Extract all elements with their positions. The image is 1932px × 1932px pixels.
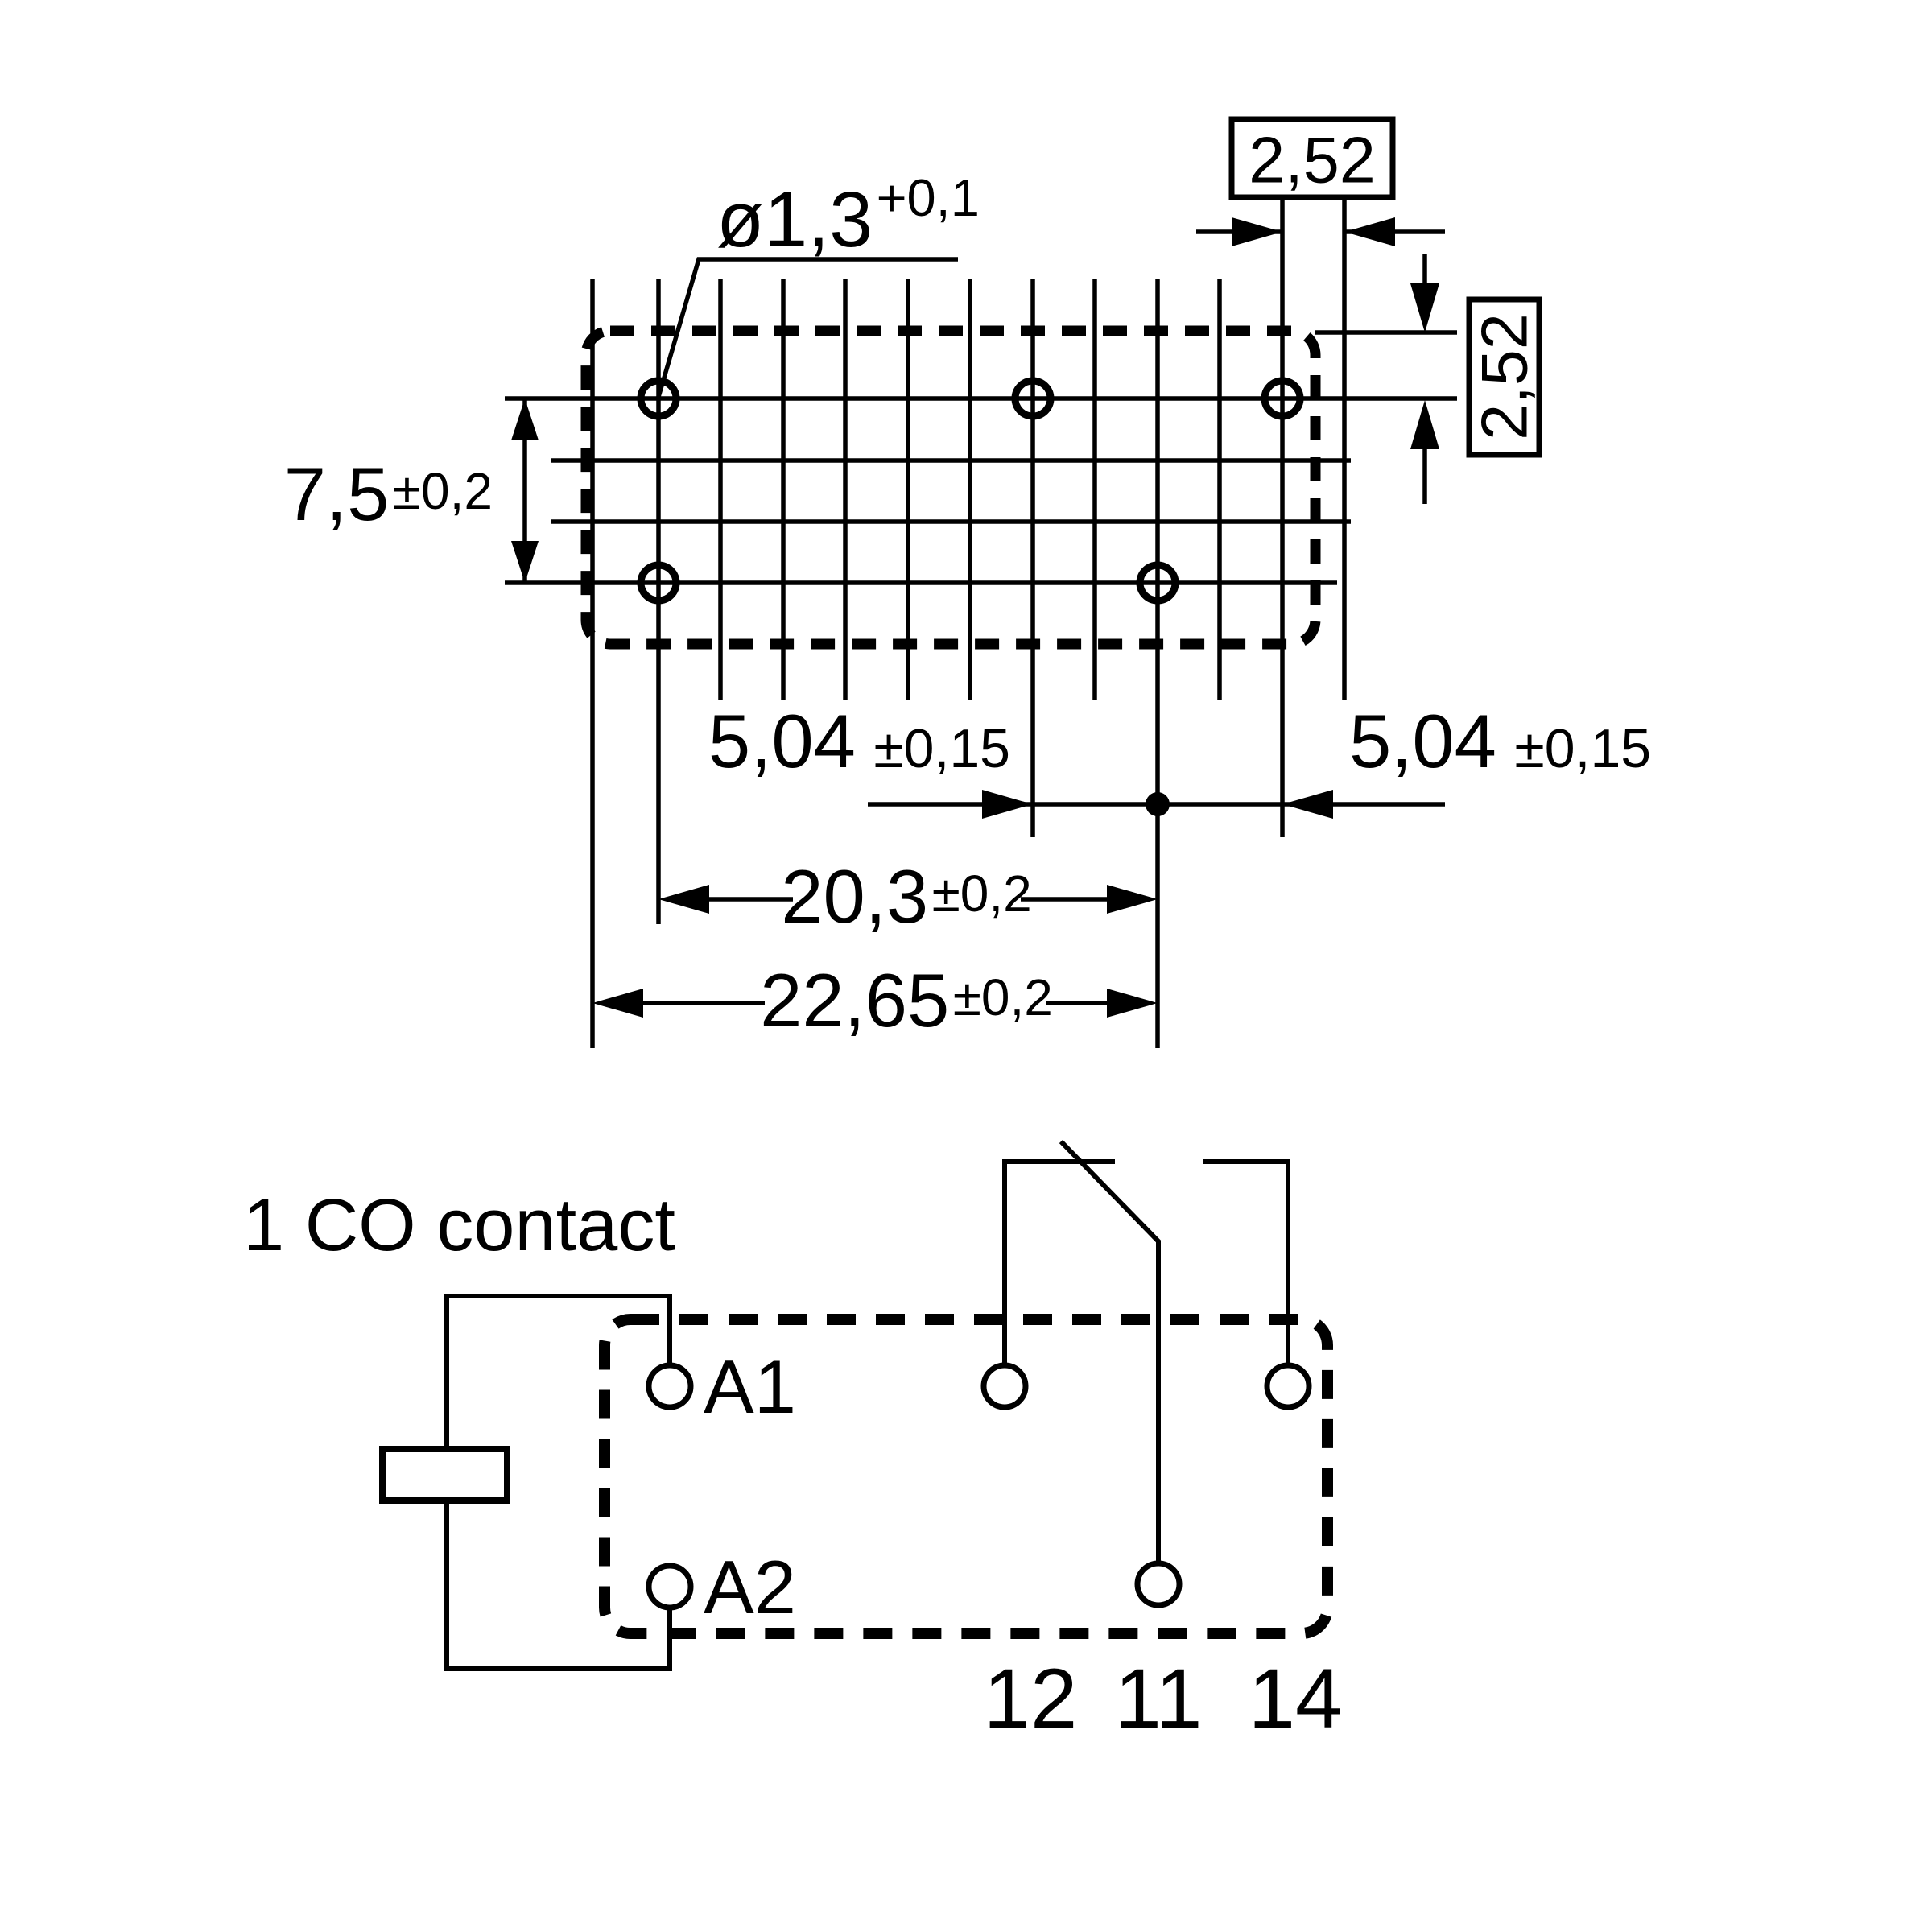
footprint-drawing: ø1,3 +0,1 2,52 2,52 — [284, 116, 1651, 1048]
dim-arrow-left — [592, 989, 643, 1018]
dim-arrow-right — [1107, 989, 1158, 1018]
dim-pitch-left-label: 5,04 ±0,15 — [708, 699, 1010, 783]
hole-diameter-tolerance: +0,1 — [877, 168, 980, 227]
no-contact-wire — [1203, 1159, 1290, 1365]
hole-diameter-label: ø1,3 +0,1 — [716, 168, 980, 263]
dim-span-inner-label: 20,3 ±0,2 — [781, 854, 1032, 939]
dim-box — [1228, 116, 1396, 200]
grid-vertical-lines — [590, 197, 1347, 1048]
pin-hole — [1011, 377, 1055, 420]
dim-arrow-left — [658, 885, 709, 914]
leader-line — [656, 257, 958, 398]
dim-arrow-left — [1282, 790, 1333, 819]
dim-arrow-up — [1410, 400, 1439, 449]
dim-value: 20,3 — [781, 854, 928, 939]
dim-box — [1466, 296, 1542, 458]
terminal-a1-label: A1 — [704, 1344, 796, 1429]
relay-body-dashed — [599, 1314, 1333, 1639]
schematic-caption: 1 CO contact — [243, 1184, 675, 1266]
dim-span-outer-label: 22,65 ±0,2 — [760, 958, 1053, 1042]
hole-diameter-callout: ø1,3 +0,1 — [656, 168, 980, 398]
nc-contact-wire — [1002, 1159, 1115, 1365]
dim-pitch-right-label2: 5,04 ±0,15 — [1349, 699, 1651, 783]
dim-row-spacing: 7,5 ±0,2 — [284, 398, 539, 583]
common-contact-wire — [1059, 1139, 1161, 1563]
pin-hole — [637, 561, 680, 605]
terminal-a1 — [646, 1362, 694, 1410]
terminal-12 — [980, 1362, 1029, 1410]
dim-row-spacing-label: 7,5 ±0,2 — [284, 452, 493, 536]
dim-tolerance: ±0,2 — [953, 968, 1053, 1026]
dim-arrow-down — [511, 541, 539, 583]
terminal-12-label: 12 — [984, 1652, 1078, 1746]
coil-symbol — [379, 1446, 510, 1504]
dim-tolerance: ±0,15 — [1514, 718, 1651, 779]
dim-tolerance: ±0,2 — [932, 865, 1032, 923]
dim-arrow-right — [1107, 885, 1158, 914]
dim-arrow-right — [1232, 217, 1282, 246]
dim-origin-dot — [1146, 792, 1170, 816]
terminal-14 — [1264, 1362, 1312, 1410]
schematic-drawing: 1 CO contact A1 A2 12 11 14 — [243, 1139, 1343, 1746]
pin-hole — [637, 377, 680, 420]
dim-pitch-top-label: 2,52 — [1249, 124, 1376, 196]
pin-hole — [1136, 561, 1179, 605]
dim-span-outer: 22,65 ±0,2 — [592, 958, 1158, 1042]
dim-pin-pitch: 5,04 ±0,15 5,04 ±0,15 — [708, 699, 1651, 819]
terminal-11-label: 11 — [1115, 1652, 1203, 1746]
dim-tolerance: ±0,2 — [393, 462, 493, 520]
terminal-14-label: 14 — [1249, 1652, 1343, 1746]
dim-arrow-down — [1410, 283, 1439, 332]
pin-holes — [637, 377, 1304, 605]
terminal-a2-label: A2 — [704, 1545, 796, 1629]
dim-span-inner: 20,3 ±0,2 — [658, 854, 1158, 939]
dim-arrow-up — [511, 398, 539, 440]
dim-tolerance: ±0,15 — [873, 718, 1010, 779]
relay-outline-dashed — [580, 325, 1321, 650]
dim-pitch-right-label: 2,52 — [1468, 313, 1541, 440]
dim-value: 7,5 — [284, 452, 390, 536]
dim-pitch-right: 2,52 — [1410, 254, 1542, 504]
terminal-a2 — [646, 1563, 694, 1611]
dim-arrow-left — [1344, 217, 1395, 246]
terminal-11 — [1134, 1560, 1183, 1608]
dim-value: 5,04 — [708, 699, 856, 783]
pin-hole — [1261, 377, 1304, 420]
dim-value: 22,65 — [760, 958, 949, 1042]
hole-diameter-value: ø1,3 — [716, 175, 873, 263]
dim-value: 5,04 — [1349, 699, 1496, 783]
dim-pitch-top: 2,52 — [1196, 116, 1445, 246]
dim-arrow-right — [982, 790, 1033, 819]
